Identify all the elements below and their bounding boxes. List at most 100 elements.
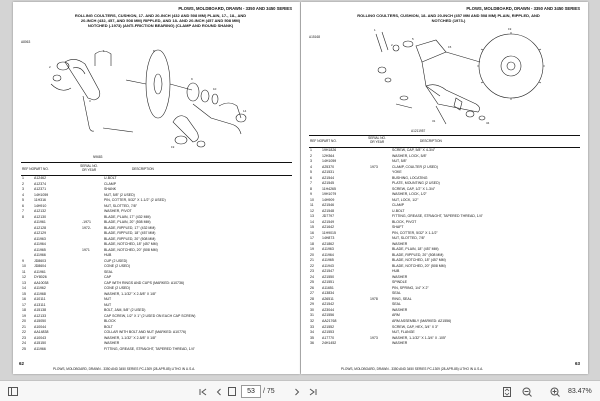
next-page-button[interactable] — [290, 384, 304, 399]
ref-no: 17 — [22, 302, 26, 307]
description: SHAFT — [392, 225, 404, 230]
col-desc: DESCRIPTION — [132, 167, 154, 171]
description: ARM — [392, 313, 400, 318]
serial-no: -1971 — [82, 220, 91, 225]
zoom-out-button[interactable] — [520, 384, 534, 399]
part-no: A10111 — [34, 297, 46, 302]
document-viewport[interactable]: PLOWS, MOLDBOARD, DRAWN - 3350 AND 3450 … — [0, 0, 600, 380]
ref-no: 6 — [22, 203, 24, 208]
first-page-button[interactable] — [196, 384, 210, 399]
page-number-input[interactable]: 53 — [241, 385, 261, 398]
chevron-left-icon — [216, 388, 221, 395]
part-no: A15150 — [34, 341, 47, 346]
col-serial: SERIAL NO. OR YEAR — [368, 136, 386, 144]
ref-no: 25 — [310, 280, 314, 285]
description: CLAMP — [392, 203, 405, 208]
description: U-BOLT — [104, 176, 117, 180]
part-no: A12132 — [34, 209, 47, 214]
description: CLAMP — [104, 181, 117, 186]
part-no: 14H873 — [322, 236, 335, 241]
description: HUB — [392, 269, 400, 274]
ref-no: 13 — [22, 280, 26, 285]
ref-no: 10 — [310, 197, 314, 202]
description: FITTING, GREASE, STRAIGHT, TAPERED THREA… — [392, 214, 483, 219]
ref-no: 36 — [310, 341, 314, 346]
part-no: 14H910 — [34, 203, 47, 208]
fit-page-button[interactable] — [500, 384, 514, 399]
first-page-icon — [199, 388, 207, 395]
part-no: JD7797 — [322, 214, 335, 219]
figure-id: A15168 — [309, 35, 320, 39]
part-no: A12371 — [34, 187, 47, 192]
serial-no: 1971 — [82, 247, 90, 252]
parts-table-header: REF NO. PART NO. SERIAL NO. OR YEAR DESC… — [310, 136, 580, 146]
page-footer: PLOWS, MOLDBOARD, DRAWN - 3350 AND 3450 … — [53, 367, 196, 371]
callout-1: 1 — [103, 49, 105, 53]
ref-no: 11 — [22, 269, 26, 274]
description: WASHER, PIVOT — [104, 209, 132, 214]
callout-19: 19 — [171, 145, 175, 149]
exploded-parts-diagram: 1 2 3 8 9 10 14 19 — [43, 44, 278, 156]
table-row: 17 A13111 NUT — [22, 303, 294, 309]
part-no: A21862 — [322, 241, 335, 246]
ref-no: 3 — [310, 159, 312, 164]
ref-no: 18 — [310, 241, 314, 246]
part-no: 14H1059 — [322, 159, 337, 164]
description: SHANK — [104, 187, 117, 192]
callout-5: 5 — [412, 37, 414, 41]
ref-no: 31 — [310, 313, 314, 318]
description: SPINDLE — [392, 280, 407, 285]
last-page-button[interactable] — [306, 384, 320, 399]
ref-no: 21 — [310, 258, 314, 263]
description: CAP WITH RINGS AND CUPS (MARKED: A10736) — [104, 280, 185, 285]
ref-no: 23 — [22, 335, 26, 340]
description: SCREW, CAP, HEX, 3/4" X 3" — [392, 324, 439, 329]
ref-no: 19 — [310, 247, 314, 252]
description: FITTING, GREASE, STRAIGHT, TAPERED THREA… — [104, 346, 195, 351]
ref-no: 22 — [22, 330, 26, 335]
description: CAP SCREW, 1/2" X 1" (2 USED ON EACH CAP… — [104, 313, 196, 318]
prev-page-button[interactable] — [212, 384, 226, 399]
sidebar-toggle-button[interactable] — [6, 384, 20, 399]
part-no: A21531 — [322, 170, 335, 175]
exploded-parts-diagram: 1 2 5 19 15 31 34 — [336, 26, 576, 129]
description: NUT, FLANGE — [392, 330, 415, 335]
description: NUT — [104, 302, 112, 307]
serial-no: 1973 — [370, 335, 378, 340]
ref-no: 17 — [310, 236, 314, 241]
part-no: A13111 — [34, 302, 46, 307]
page-sidebar-button[interactable] — [226, 384, 238, 399]
part-no: JD8604 — [34, 264, 47, 269]
ref-no: 15 — [22, 291, 26, 296]
part-no: A21556 — [322, 313, 335, 318]
zoom-in-button[interactable] — [548, 384, 562, 399]
description: NUT, SLOTTED, 7/8" — [104, 203, 137, 208]
description: RING, SEAL — [392, 296, 412, 301]
ref-no: 4 — [310, 164, 312, 169]
zoom-level[interactable]: 83.47% — [568, 388, 592, 395]
col-ref: REF NO. — [22, 167, 35, 171]
ref-no: 8 — [22, 214, 24, 219]
viewer-toolbar: 53 / 75 83.47% — [0, 380, 600, 401]
description: CONE (2 USED) — [104, 264, 131, 269]
part-no: A11962 — [34, 286, 46, 291]
section-title: ROLLING COULTERS, CUSHION, 18- AND 20-IN… — [357, 13, 540, 23]
